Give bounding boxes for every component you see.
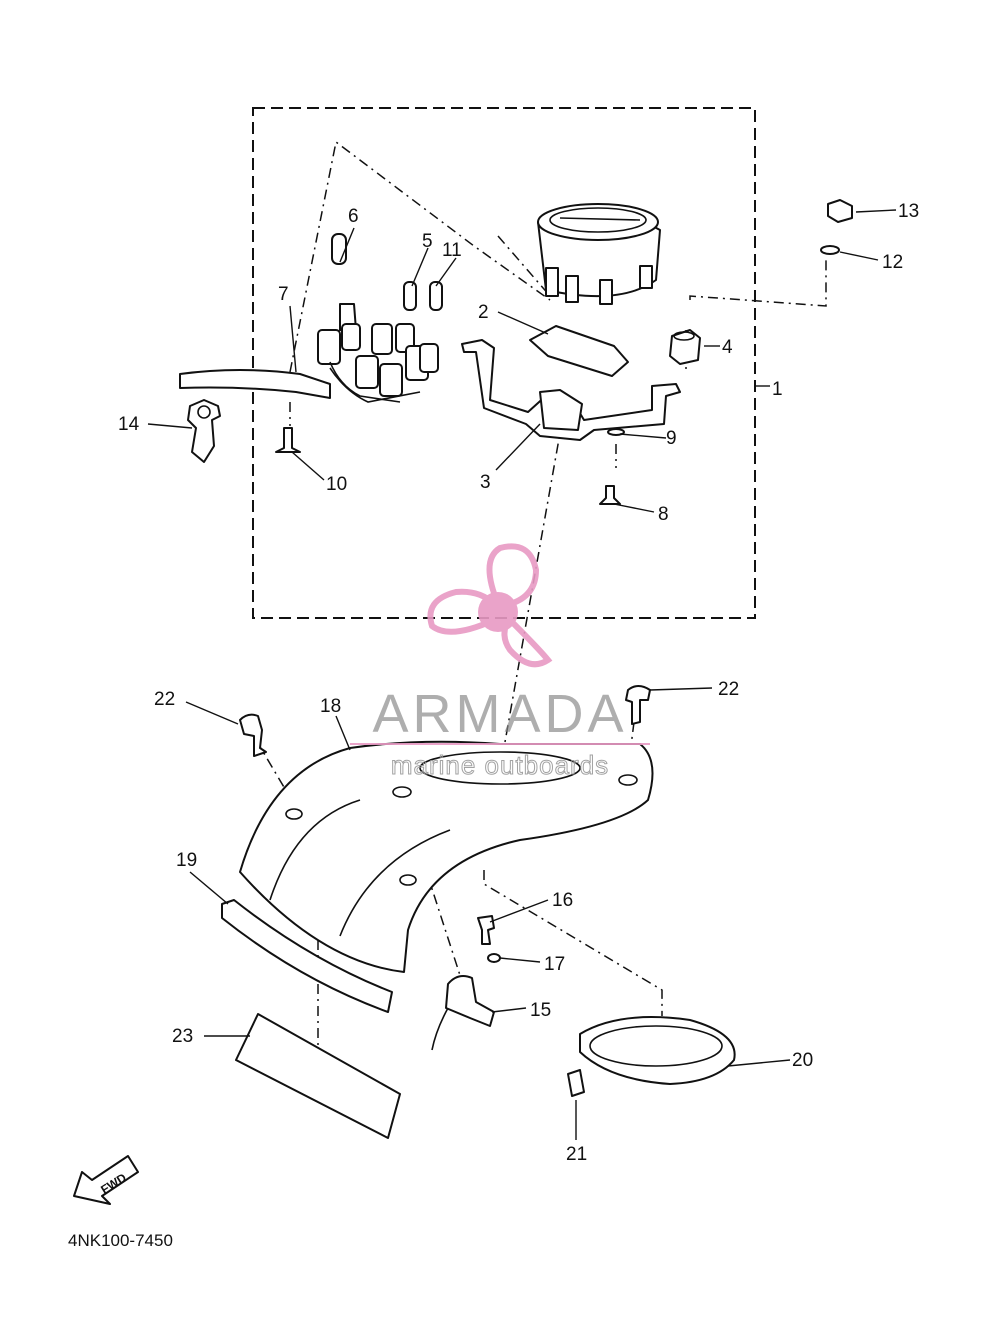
callout-13: 13 [898,201,919,222]
callout-17: 17 [544,954,565,975]
bolt [239,713,267,757]
fwd-arrow-icon: FWD [73,1155,139,1205]
callout-3: 3 [480,472,491,493]
cover [529,325,629,377]
callout-4: 4 [722,337,733,358]
washer [607,428,625,436]
callout-8: 8 [658,504,669,525]
nut [827,199,853,223]
bulb [331,233,347,265]
bulb [429,281,443,311]
meter-ring [579,1016,736,1085]
clamp [187,399,221,463]
callout-20: 20 [792,1050,813,1071]
callout-10: 10 [326,474,347,495]
trim-strip [221,899,393,1013]
switch-grommet [445,975,495,1027]
callout-11: 11 [442,240,462,261]
callout-22-left: 22 [154,689,175,710]
screw [599,485,621,505]
meter-cover-panel [239,740,654,973]
propeller-hub [478,592,518,632]
callout-22-right: 22 [718,679,739,700]
bolt [625,685,651,725]
callout-5: 5 [422,231,433,252]
watermark-brand: ARMADA [372,684,627,744]
clip [567,1069,585,1097]
callout-7: 7 [278,284,289,305]
panel-plate [235,1013,401,1139]
bulb [403,281,417,311]
callout-14: 14 [118,414,140,435]
callout-2: 2 [478,302,489,323]
watermark-logo: ARMADA marine outboards [350,543,650,781]
callout-9: 9 [666,428,677,449]
callout-23: 23 [172,1026,193,1047]
watermark-tagline: marine outboards [391,750,609,780]
callout-21: 21 [566,1144,587,1165]
screw [275,427,301,453]
washer [487,953,501,963]
meter-assembly [537,203,661,305]
screw [477,915,495,945]
meter-bracket [461,339,681,441]
callout-18: 18 [320,696,341,717]
washer [820,245,840,255]
callout-12: 12 [882,252,903,273]
diagram-code: 4NK100-7450 [68,1231,173,1250]
callout-16: 16 [552,890,573,911]
lead-wire-assembly [179,303,439,403]
callout-1: 1 [772,379,783,400]
callout-19: 19 [176,850,197,871]
callout-6: 6 [348,206,359,227]
propeller-icon [427,543,553,668]
callout-15: 15 [530,1000,551,1021]
